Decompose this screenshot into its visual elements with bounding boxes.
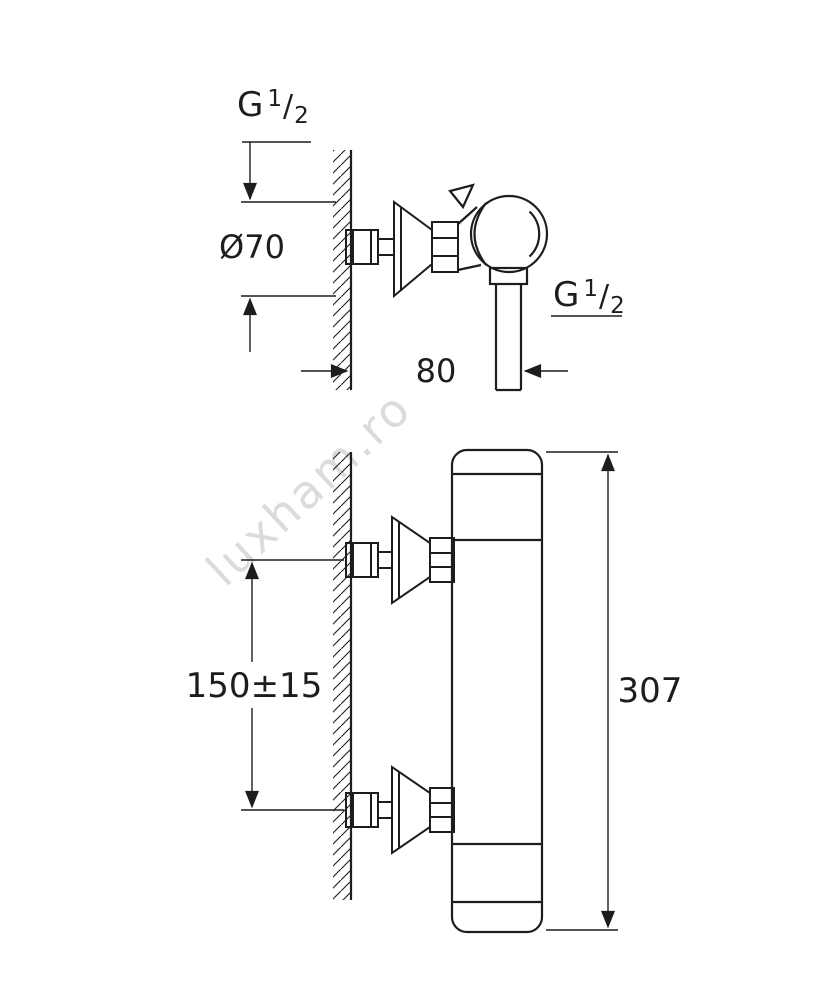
wall-hatch-top	[333, 150, 351, 390]
escutcheon-cone	[393, 200, 433, 299]
watermark: luxham.ro	[196, 380, 422, 596]
outlet-coupling	[488, 266, 529, 286]
mixer-body-front	[450, 448, 544, 934]
side-view-dimensions	[241, 141, 622, 378]
valve-body-side	[448, 183, 549, 392]
square-nut	[345, 229, 379, 265]
hex-union-nut	[431, 221, 459, 273]
spacing-dimension-label: 150±15	[186, 666, 323, 706]
hex-union-nut-upper	[429, 537, 455, 583]
escutcheon-cone-lower	[391, 765, 431, 855]
escutcheon-cone-upper	[391, 515, 431, 605]
wall-union-side	[345, 200, 459, 299]
handle-tab	[448, 183, 475, 210]
square-nut-lower	[345, 792, 379, 828]
height-dimension-label: 307	[618, 671, 683, 711]
lower-union-front	[345, 765, 455, 855]
front-view-dimensions	[241, 451, 618, 931]
hex-union-nut-lower	[429, 787, 455, 833]
handle-circle	[469, 194, 549, 274]
upper-union-front	[345, 515, 455, 605]
square-nut-upper	[345, 542, 379, 578]
front-view: 150±15 307	[186, 448, 683, 934]
depth-dimension-label: 80	[416, 352, 457, 390]
diameter-dimension-label: Ø70	[219, 228, 285, 266]
mixer-cylinder	[450, 448, 544, 934]
wall-hatch-front	[333, 452, 351, 900]
